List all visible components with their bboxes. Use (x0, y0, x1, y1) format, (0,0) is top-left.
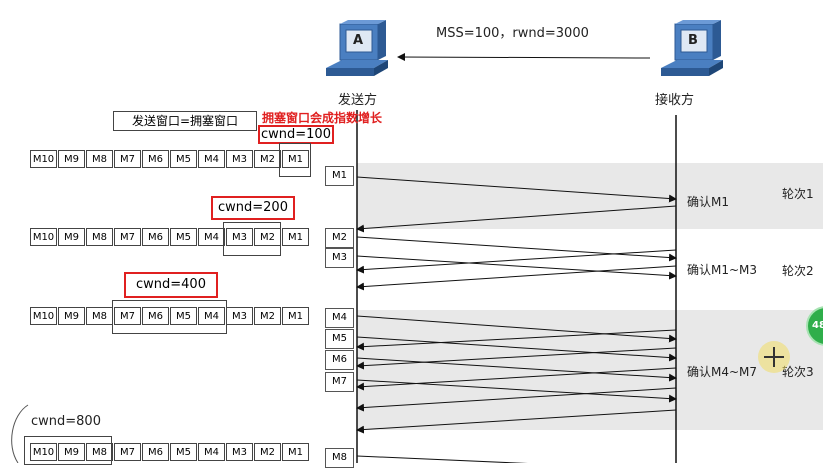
round-band-3 (357, 310, 823, 430)
sequence-cell: M5 (170, 228, 197, 246)
sequence-cell: M4 (198, 307, 225, 325)
sequence-cell: M9 (58, 150, 85, 168)
send-window-label: 发送窗口=拥塞窗口 (113, 111, 257, 131)
sequence-cell: M1 (282, 307, 309, 325)
sequence-cell: M4 (198, 443, 225, 461)
data-arrow-m5 (356, 336, 677, 362)
sequence-cell: M3 (226, 228, 253, 246)
sequence-cell: M6 (142, 443, 169, 461)
sender-label: 发送方 (338, 93, 378, 108)
sequence-cell: M6 (142, 307, 169, 325)
segment-box: M7 (325, 372, 354, 392)
round-label-2: 轮次2 (782, 264, 814, 278)
data-arrow-m4 (356, 315, 677, 343)
sequence-cell: M6 (142, 150, 169, 168)
sequence-cell: M7 (114, 307, 141, 325)
cwnd-label-100: cwnd=100 (258, 125, 334, 144)
data-arrow-m1 (356, 176, 677, 203)
sender-host: A 发送方 (320, 18, 400, 108)
cwnd-label-800: cwnd=800 (31, 414, 101, 429)
sequence-cell: M5 (170, 150, 197, 168)
sequence-cell: M5 (170, 307, 197, 325)
computer-icon (326, 20, 388, 76)
sequence-cell: M3 (226, 443, 253, 461)
segment-box: M3 (325, 248, 354, 268)
data-arrow-m8 (356, 455, 528, 463)
ack-arrow-3a (356, 329, 677, 351)
round-label-3: 轮次3 (782, 365, 814, 379)
header-arrow (397, 53, 651, 62)
cwnd-label-200: cwnd=200 (211, 196, 295, 220)
sequence-cell: M8 (86, 150, 113, 168)
cursor-highlight (758, 341, 790, 373)
segment-box: M8 (325, 448, 354, 468)
segment-box: M6 (325, 350, 354, 370)
segment-box: M4 (325, 308, 354, 328)
window-frame-2 (223, 222, 281, 256)
sequence-cell: M1 (282, 150, 309, 168)
data-arrow-m3 (356, 255, 677, 280)
receiver-letter: B (688, 33, 698, 48)
data-arrow-m7 (356, 379, 677, 403)
window-frame-4 (24, 436, 112, 465)
sequence-cell: M2 (254, 443, 281, 461)
ack-arrow-2b (356, 265, 677, 291)
mss-rwnd-label: MSS=100，rwnd=3000 (436, 26, 589, 41)
sequence-cell: M1 (282, 228, 309, 246)
cwnd-label-400: cwnd=400 (124, 272, 218, 298)
ack-arrow-m1 (356, 205, 677, 233)
sequence-cell: M10 (30, 228, 57, 246)
segment-box: M5 (325, 329, 354, 349)
computer-icon (661, 20, 723, 76)
data-arrow-m6 (356, 357, 677, 382)
round-label-1: 轮次1 (782, 187, 814, 201)
sequence-cell: M5 (170, 443, 197, 461)
round-band-1 (357, 163, 823, 229)
sequence-cell: M4 (198, 228, 225, 246)
sender-letter: A (353, 33, 364, 48)
receiver-label: 接收方 (655, 93, 695, 108)
ack-arrow-3e (356, 409, 677, 434)
sequence-cell: M2 (254, 307, 281, 325)
sequence-cell: M10 (30, 150, 57, 168)
sequence-cell: M7 (114, 443, 141, 461)
sequence-cell: M2 (254, 150, 281, 168)
sequence-cell: M10 (30, 307, 57, 325)
sequence-cell: M7 (114, 150, 141, 168)
ack-arrow-2a (356, 249, 677, 274)
cwnd800-bracket (11, 404, 29, 463)
receiver-host: B 接收方 (655, 18, 735, 108)
window-frame-1 (279, 143, 311, 177)
sequence-cell: M9 (58, 228, 85, 246)
segment-box: M1 (325, 166, 354, 186)
sequence-cell: M4 (198, 150, 225, 168)
segment-box: M2 (325, 228, 354, 248)
sequence-cell: M10 (30, 443, 57, 461)
ack-arrow-3c (356, 367, 677, 391)
sequence-cell: M7 (114, 228, 141, 246)
ack-label-3: 确认M4~M7 (687, 365, 758, 379)
window-frame-3 (112, 300, 227, 334)
growth-note: 拥塞窗口会成指数增长 (262, 111, 383, 125)
sequence-cell: M3 (226, 150, 253, 168)
sequence-cell: M3 (226, 307, 253, 325)
plus-cursor-icon (764, 347, 784, 367)
ack-arrow-3d (356, 387, 677, 412)
sequence-cell: M6 (142, 228, 169, 246)
ack-label-1: 确认M1 (687, 195, 729, 209)
ack-label-2: 确认M1~M3 (687, 263, 758, 277)
ack-arrow-3b (356, 347, 677, 370)
sequence-cell: M1 (282, 443, 309, 461)
sequence-cell: M9 (58, 443, 85, 461)
data-arrow-m2 (356, 236, 677, 262)
sequence-cell: M8 (86, 307, 113, 325)
sequence-cell: M9 (58, 307, 85, 325)
sequence-cell: M8 (86, 228, 113, 246)
sequence-cell: M8 (86, 443, 113, 461)
